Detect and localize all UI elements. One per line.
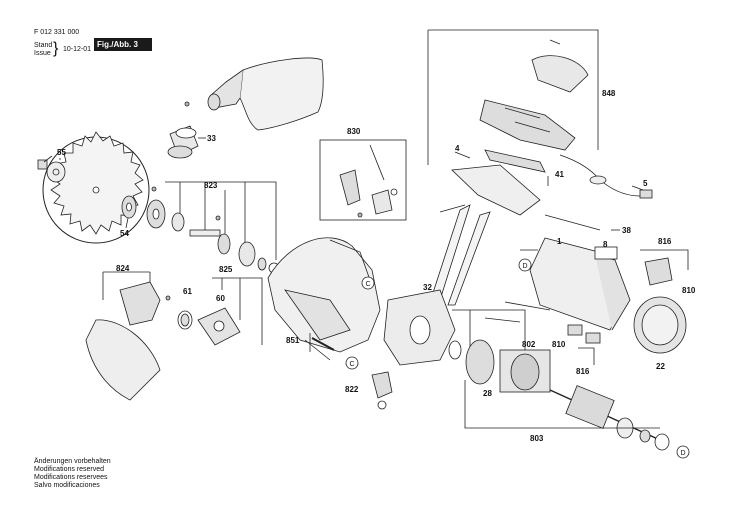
label-816-upper: 816: [658, 237, 672, 246]
blade-screw-icon: [37, 159, 66, 183]
stator-icon: [448, 339, 551, 393]
flange-icon: [121, 195, 137, 219]
label-38: 38: [622, 226, 631, 235]
label-22: 22: [656, 362, 665, 371]
issue-label: Issue: [34, 50, 51, 57]
end-cap-icon: [633, 296, 687, 354]
motor-housing-icon: [529, 237, 631, 331]
label-8: 8: [603, 240, 608, 249]
cable-plug-icon: [559, 154, 653, 199]
label-822: 822: [345, 385, 359, 394]
issue-date: 10-12-01: [63, 46, 92, 53]
label-830: 830: [347, 127, 361, 136]
modifications-notice: Änderungen vorbehalten Modifications res…: [34, 458, 111, 490]
motor-screws-icon: [484, 301, 551, 323]
marker-d-1: D: [522, 263, 527, 270]
notice-line-es: Salvo modificaciones: [34, 482, 100, 489]
bearing-ring-icon: [177, 310, 193, 330]
label-54: 54: [120, 229, 129, 238]
lower-guard-icon: [85, 281, 161, 401]
label-61: 61: [183, 287, 192, 296]
column-icon: [429, 204, 491, 306]
label-816-lower: 816: [576, 367, 590, 376]
label-41: 41: [555, 170, 564, 179]
marker-d-2: D: [680, 450, 685, 457]
notice-line-de: Änderungen vorbehalten: [34, 458, 111, 465]
armature-icon: [549, 385, 670, 451]
handle-icon: [479, 99, 576, 151]
stand-label: Stand: [34, 42, 53, 49]
label-1: 1: [557, 237, 562, 246]
label-851: 851: [286, 336, 300, 345]
label-60: 60: [216, 294, 225, 303]
label-810-upper: 810: [682, 286, 696, 295]
reference-markers: C C D D: [345, 258, 690, 459]
document-number: F 012 331 000: [34, 29, 80, 36]
label-5: 5: [643, 179, 648, 188]
notice-line-en: Modifications reserved: [34, 466, 105, 473]
label-32: 32: [423, 283, 432, 292]
hex-key-icon: [311, 337, 335, 351]
marker-c-1: C: [349, 361, 354, 368]
marker-c-2: C: [365, 281, 370, 288]
label-810-lower: 810: [552, 340, 566, 349]
label-823: 823: [204, 181, 218, 190]
spindle-parts-icon: [146, 186, 280, 274]
label-55: 55: [57, 148, 66, 157]
dust-adapter-icon: [167, 125, 199, 159]
handle-frame-icon: [451, 149, 546, 216]
label-802: 802: [522, 340, 536, 349]
figure-tag: Fig./Abb. 3: [94, 38, 152, 51]
notice-line-fr: Modifications reservees: [34, 474, 108, 481]
label-33: 33: [207, 134, 216, 143]
switch-assembly-icon: [339, 144, 398, 218]
brace-icon: }: [53, 40, 59, 57]
handle-cover-icon: [531, 39, 589, 93]
label-824: 824: [116, 264, 130, 273]
label-825: 825: [219, 265, 233, 274]
upper-guard-housing-icon: [267, 237, 381, 353]
clip-icon: [371, 371, 393, 410]
brush-holder-icon: [644, 257, 673, 286]
saw-blade-icon: [42, 131, 150, 244]
label-4: 4: [455, 144, 460, 153]
gear-housing-icon: [383, 289, 456, 366]
cover-plate-icon: [197, 307, 241, 346]
label-848: 848: [602, 89, 616, 98]
dust-bag-icon: [207, 57, 324, 131]
label-28: 28: [483, 389, 492, 398]
carbon-brush-icon: [567, 324, 601, 344]
label-803: 803: [530, 434, 544, 443]
